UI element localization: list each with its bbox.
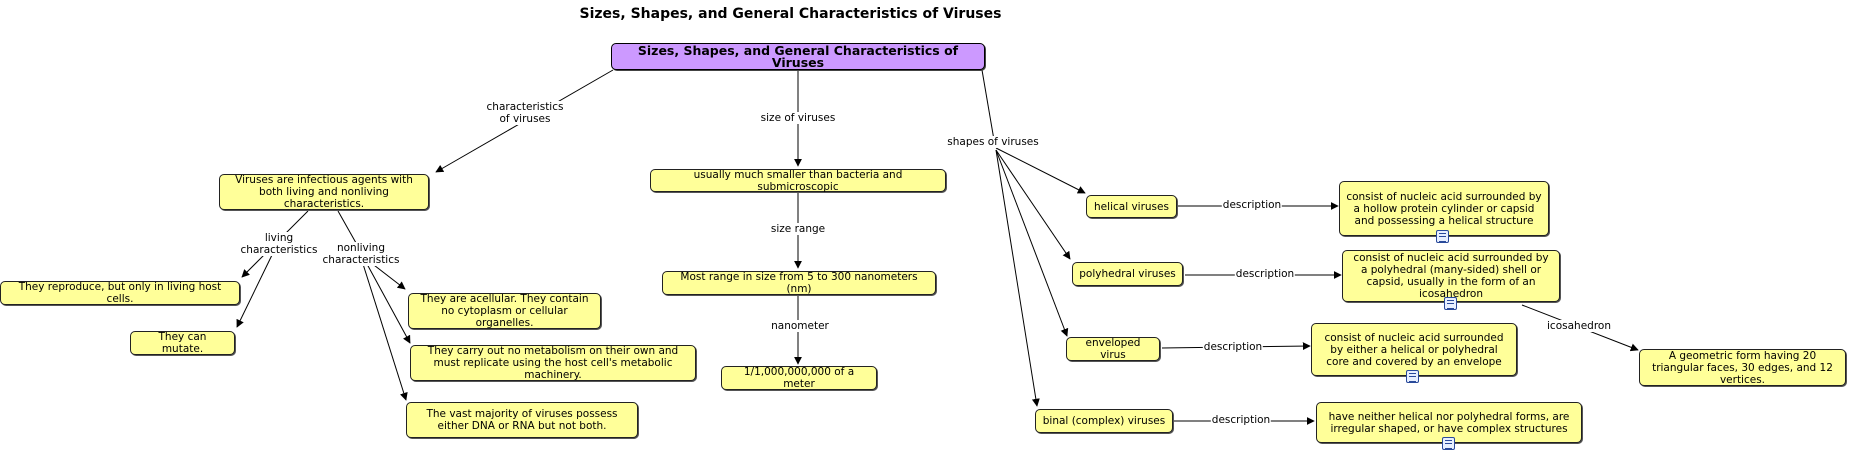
diagram-title: Sizes, Shapes, and General Characteristi… (579, 6, 1002, 22)
document-resource-icon[interactable] (1444, 297, 1457, 310)
concept-polyhedral-description[interactable]: consist of nucleic acid surrounded by a … (1342, 250, 1560, 302)
document-resource-icon[interactable] (1442, 437, 1455, 450)
concept-size-range[interactable]: Most range in size from 5 to 300 nanomet… (662, 271, 936, 295)
concept-mutate[interactable]: They can mutate. (130, 331, 235, 355)
link-label-description: description (1202, 341, 1264, 353)
concept-dna-or-rna[interactable]: The vast majority of viruses possess eit… (406, 402, 638, 438)
link-label-size-range: size range (769, 223, 827, 235)
link-label-nonliving: nonliving characteristics (321, 242, 401, 266)
root-concept[interactable]: Sizes, Shapes, and General Characteristi… (611, 43, 985, 70)
link-label-characteristics: characteristics of viruses (485, 101, 565, 125)
concept-binal-description[interactable]: have neither helical nor polyhedral form… (1316, 402, 1582, 443)
edge-nonliving-dna (362, 263, 408, 401)
edge-shapes-enveloped (995, 149, 1069, 337)
concept-enveloped-description[interactable]: consist of nucleic acid surrounded by ei… (1311, 323, 1517, 376)
link-label-icosahedron: icosahedron (1546, 320, 1612, 332)
concept-no-metabolism[interactable]: They carry out no metabolism on their ow… (410, 345, 696, 381)
edge-nonliving-metabolism (366, 263, 411, 344)
concept-binal-viruses[interactable]: binal (complex) viruses (1035, 409, 1173, 433)
concept-much-smaller[interactable]: usually much smaller than bacteria and s… (650, 169, 946, 193)
document-resource-icon[interactable] (1436, 230, 1449, 243)
link-label-nanometer: nanometer (770, 320, 830, 332)
concept-infectious-agents[interactable]: Viruses are infectious agents with both … (219, 174, 429, 210)
edge-nonliving-acellular (369, 261, 406, 290)
concept-reproduce[interactable]: They reproduce, but only in living host … (0, 281, 240, 305)
concept-helical-description[interactable]: consist of nucleic acid surrounded by a … (1339, 181, 1549, 236)
concept-icosahedron-definition[interactable]: A geometric form having 20 triangular fa… (1639, 349, 1846, 386)
concept-nanometer-meter[interactable]: 1/1,000,000,000 of a meter (721, 366, 877, 390)
link-label-description: description (1221, 199, 1283, 211)
link-label-description: description (1234, 268, 1296, 280)
edge-shapes-helical (995, 147, 1086, 194)
concept-helical-viruses[interactable]: helical viruses (1086, 195, 1177, 218)
link-label-description: description (1210, 414, 1272, 426)
edge-shapes-binal (995, 149, 1040, 407)
link-label-living: living characteristics (239, 232, 319, 256)
concept-enveloped-virus[interactable]: enveloped virus (1066, 337, 1160, 361)
concept-acellular[interactable]: They are acellular. They contain no cyto… (408, 293, 601, 329)
link-label-size: size of viruses (759, 112, 837, 124)
concept-polyhedral-viruses[interactable]: polyhedral viruses (1072, 262, 1183, 286)
edge-living-mutate (236, 254, 273, 328)
edge-shapes (981, 69, 995, 141)
link-label-shapes: shapes of viruses (946, 136, 1040, 148)
document-resource-icon[interactable] (1406, 370, 1419, 383)
edge-shapes-polyhedral (995, 149, 1071, 260)
